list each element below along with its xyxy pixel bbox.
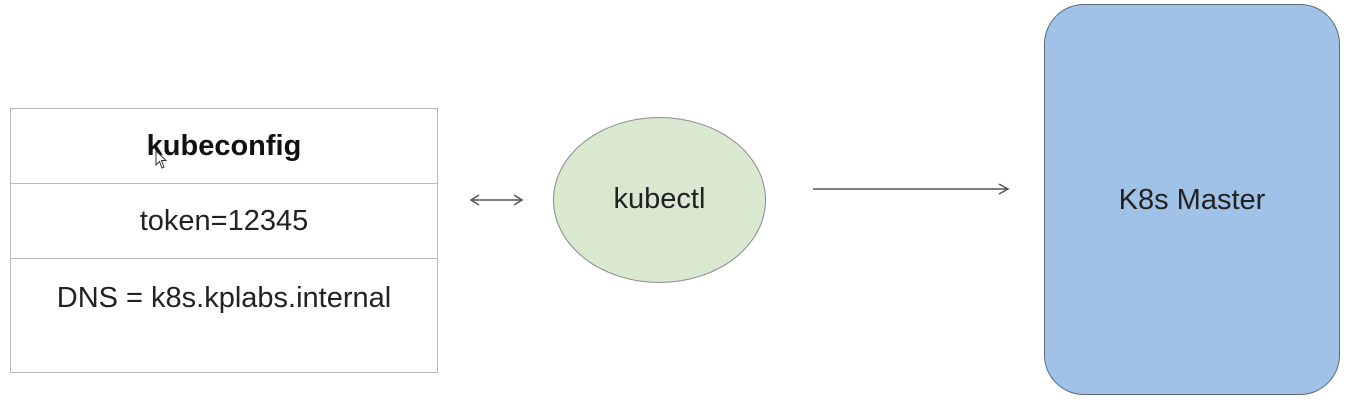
k8s-master-label: K8s Master [1118,184,1266,216]
kubeconfig-dns-row: DNS = k8s.kplabs.internal [56,282,392,314]
directed-arrow [813,183,1010,195]
kubeconfig-title: kubeconfig [11,109,437,184]
kubectl-node: kubectl [553,117,766,283]
kubeconfig-token-row: token=12345 [11,184,437,259]
k8s-master-node: K8s Master [1044,4,1340,395]
kubeconfig-table: kubeconfig token=12345 DNS = k8s.kplabs.… [10,108,438,373]
kubectl-label: kubectl [613,183,706,215]
bidirectional-arrow [469,194,524,206]
mouse-cursor-icon [155,150,168,169]
